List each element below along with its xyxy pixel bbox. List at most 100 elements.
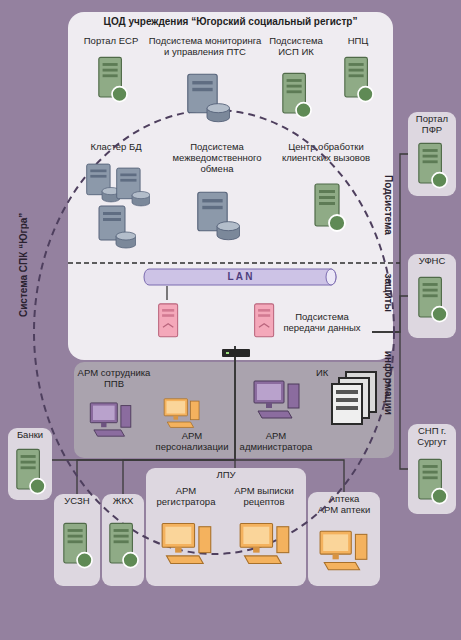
node-text: СНП г. Сургут — [408, 426, 456, 448]
card-rack-icon — [332, 372, 376, 424]
server-icon — [345, 57, 373, 101]
external-system-box: Банки — [8, 428, 52, 500]
text-holder: Портал ПФР — [408, 112, 456, 196]
lan-bus: L A N — [140, 268, 340, 286]
text-holder: Подсистема мониторинга и управления ПТС — [146, 34, 264, 134]
server-node: Подсистема ИСП ИК — [264, 34, 328, 134]
connector-line — [166, 286, 167, 300]
database-icon — [87, 164, 120, 202]
workstation-icon — [254, 381, 299, 418]
data-center-panel: ЦОД учреждения “Югорский социальный реги… — [68, 12, 393, 360]
server-node: Центр обработки клиентских вызовов — [274, 140, 378, 258]
text-holder: Банки — [8, 428, 52, 500]
external-system-box: СНП г. Сургут — [408, 424, 456, 514]
workstation-icon — [240, 523, 289, 563]
text-holder: Портал ЕСР — [76, 34, 146, 134]
node-text: Аптека — [329, 494, 360, 505]
node-text: АРМ выписки рецептов — [226, 486, 302, 508]
workstation-node: АРМ выписки рецептов — [226, 484, 302, 582]
server-node: Подсистема мониторинга и управления ПТС — [146, 34, 264, 134]
workstation-node: АРМ администратора — [238, 366, 314, 454]
server-icon — [188, 74, 230, 121]
text-holder: Кластер БД — [76, 140, 156, 258]
panel-heading: ЦОД учреждения “Югорский социальный реги… — [104, 16, 358, 28]
text-holder: АРМ персонализации — [152, 396, 232, 454]
text-holder: ИК — [314, 366, 384, 438]
lan-body — [144, 269, 336, 285]
text-holder: НПЦ — [330, 34, 386, 134]
system-boundary — [34, 110, 394, 554]
server-node: Кластер БД — [76, 140, 156, 258]
node-text: Подсистема межведомственного обмена — [162, 142, 272, 175]
workstation-node: ИК — [314, 366, 384, 438]
connector-line — [123, 346, 235, 494]
gateway-server-icon — [159, 304, 178, 337]
node-text: Кластер БД — [90, 142, 141, 153]
node-text: АРМ персонализации — [152, 431, 232, 453]
server-icon — [99, 57, 127, 101]
node-text: АРМ регистратора — [150, 486, 222, 508]
node-text: ЖКХ — [113, 496, 134, 507]
server-icon — [315, 184, 345, 231]
text-holder: УСЗН — [54, 494, 100, 586]
node-text: Портал ЕСР — [84, 36, 138, 47]
router-led — [226, 352, 229, 354]
node-text: Подсистема передачи данных — [274, 312, 370, 334]
external-system-box: УФНС — [408, 254, 456, 338]
text-holder: Подсистема ИСП ИК — [264, 34, 328, 134]
gateway-server-icon — [255, 304, 274, 337]
node-text: УСЗН — [64, 496, 89, 507]
external-system-box: АптекаАРМ аптеки — [308, 492, 380, 586]
database-icon — [117, 168, 150, 206]
transfer-subsystem: Подсистема передачи данных — [150, 300, 372, 346]
node-text: УФНС — [419, 256, 446, 267]
node-text: L A N — [227, 271, 252, 283]
connector-line — [77, 346, 235, 494]
node-text: Центр обработки клиентских вызовов — [274, 142, 378, 164]
node-text: ИК — [316, 368, 328, 379]
server-node: НПЦ — [330, 34, 386, 134]
external-system-box: Портал ПФР — [408, 112, 456, 196]
connector-line — [234, 346, 235, 468]
external-system-box: УСЗН — [54, 494, 100, 586]
clinic-box: ЛПУ АРМ регистратораАРМ выписки рецептов — [146, 468, 306, 586]
node-text: НПЦ — [348, 36, 369, 47]
node-text: АРМ аптеки — [318, 505, 371, 516]
node-text: Подсистема мониторинга и управления ПТС — [146, 36, 264, 58]
workstation-icon — [90, 403, 131, 436]
node-text: Подсистема ИСП ИК — [264, 36, 328, 58]
workstation-band — [74, 362, 394, 458]
workstation-node: АРМ сотрудника ППВ — [76, 366, 152, 438]
node-text: АРМ администратора — [238, 431, 314, 453]
text-holder: L A N — [140, 268, 340, 286]
text-holder: АРМ сотрудника ППВ — [76, 366, 152, 438]
text-holder: Подсистема передачи данных — [150, 300, 372, 346]
text-holder: УФНС — [408, 254, 456, 338]
server-icon — [64, 523, 92, 567]
node-text: АРМ сотрудника ППВ — [76, 368, 152, 390]
system-label: Подсистема защиты информации — [381, 175, 394, 425]
workstation-icon — [162, 523, 211, 563]
server-icon — [283, 73, 311, 117]
text-holder: Подсистема межведомственного обмена — [162, 140, 272, 258]
connector-line — [52, 346, 235, 460]
text-holder: АРМ выписки рецептов — [226, 484, 302, 582]
connector-line — [235, 346, 344, 492]
node-text: Портал ПФР — [408, 114, 456, 136]
server-node: Подсистема межведомственного обмена — [162, 140, 272, 258]
server-icon — [17, 449, 45, 493]
database-icon — [99, 206, 136, 248]
server-icon — [419, 459, 447, 503]
node-text: ЛПУ — [216, 470, 235, 481]
workstation-node: АРМ персонализации — [152, 396, 232, 454]
text-holder: АРМ администратора — [238, 366, 314, 454]
server-icon — [419, 143, 447, 187]
workstation-icon — [320, 531, 367, 569]
system-label: Система СПК “Югра” — [18, 190, 32, 340]
lan-end — [326, 269, 336, 285]
text-holder: СНП г. Сургут — [408, 424, 456, 514]
workstation-icon — [164, 399, 199, 428]
node-text: Банки — [17, 430, 43, 441]
external-system-box: ЖКХ — [102, 494, 144, 586]
security-boundary — [68, 262, 400, 264]
